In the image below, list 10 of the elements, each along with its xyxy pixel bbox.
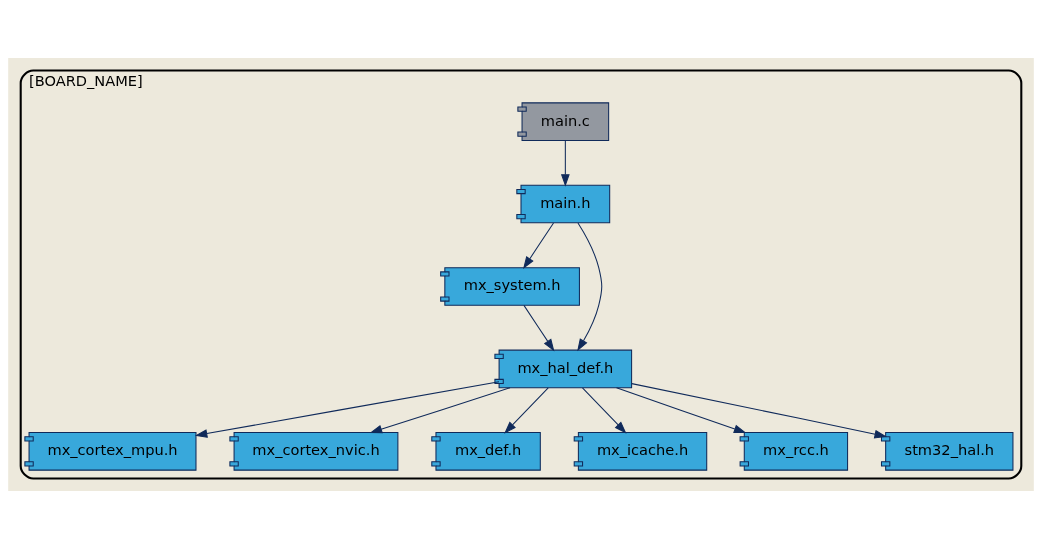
arrow [194,381,500,438]
arrow [523,222,555,269]
arrow [616,387,747,434]
arrow [560,140,570,187]
arrow [523,304,555,352]
arrow [631,383,887,439]
arrow [504,387,549,434]
arrow [577,222,603,352]
arrow [369,387,511,434]
arrow [581,387,627,434]
